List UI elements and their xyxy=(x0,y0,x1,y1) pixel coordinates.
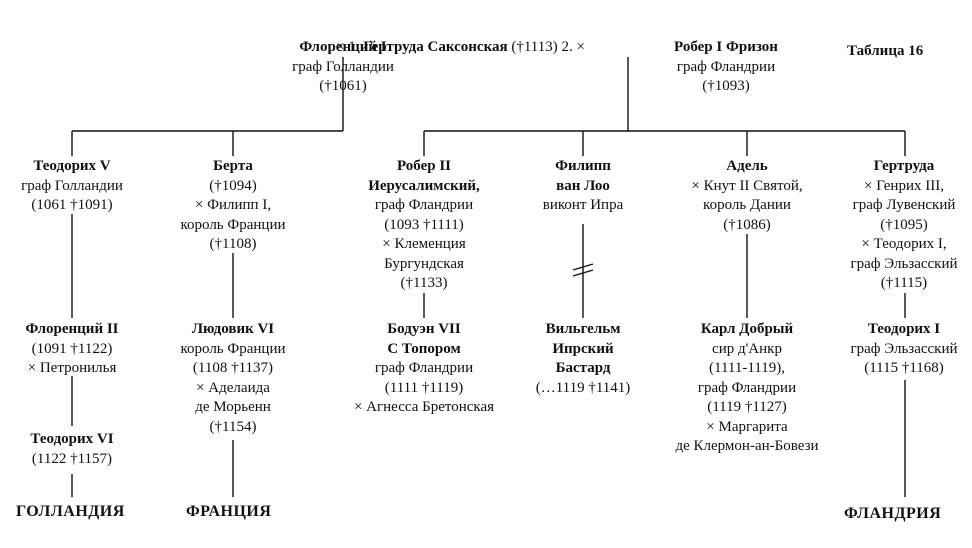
root-robert-i: Робер I Фризон граф Фландрии (†1093) xyxy=(628,38,824,97)
person-detail: (1061 †1091) xyxy=(31,197,113,213)
gen2-philipp-van-loo: Филипп ван Лоо виконт Ипра xyxy=(513,157,653,216)
region-flanders: ФЛАНДРИЯ xyxy=(844,505,942,522)
person-detail: × Петронилья xyxy=(27,360,117,376)
person-detail: граф Эльзасский xyxy=(850,340,958,357)
wife-name: Гертруда Саксонская xyxy=(363,39,508,55)
person-name: Людовик VI xyxy=(191,321,275,337)
person-detail: де Клермон-ан-Бовези xyxy=(675,438,819,454)
person-detail: граф Лувенский xyxy=(852,197,956,213)
person-name: Берта xyxy=(213,158,253,174)
person-detail: × Маргарита xyxy=(706,418,788,435)
person-detail: (1122 †1157) xyxy=(31,450,113,467)
person-name: Теодорих VI xyxy=(30,431,114,447)
person-detail: (1108 †1137) xyxy=(192,360,274,376)
region-france: ФРАНЦИЯ xyxy=(186,503,272,520)
person-name: Робер II xyxy=(396,158,452,174)
person-detail: граф Фландрии xyxy=(374,197,474,213)
gen2-theodoric-v: Теодорих V граф Голландии (1061 †1091) xyxy=(0,157,152,216)
gen3-florentius-ii: Флоренций II (1091 †1122) × Петронилья xyxy=(0,320,152,379)
person-detail: × Генрих III, xyxy=(864,177,944,194)
person-detail: (†1108) xyxy=(209,236,257,252)
person-name: Теодорих I xyxy=(867,321,941,337)
gen3-william-of-ypres: Вильгельм Ипрский Бастард (…1119 †1141) xyxy=(513,320,653,398)
person-detail: (1119 †1127) xyxy=(707,399,787,415)
marriage-prefix: × 1. xyxy=(336,39,360,55)
person-name: Бодуэн VII xyxy=(387,321,461,337)
person-name: Филипп xyxy=(555,158,611,174)
person-detail: × Агнесса Бретонская xyxy=(353,399,495,415)
person-detail: (1115 †1168) xyxy=(864,360,944,376)
gen2-robert-ii: Робер II Иерусалимский, граф Фландрии (1… xyxy=(344,157,504,294)
gen2-adel: Адель × Кнут II Святой, король Дании (†1… xyxy=(662,157,832,235)
gen3-charles-the-good: Карл Добрый сир д'Анкр (1111-1119), граф… xyxy=(652,320,842,457)
person-detail: × Филипп I, xyxy=(194,197,272,213)
person-detail: сир д'Анкр xyxy=(712,340,782,357)
person-detail: (†1133) xyxy=(400,275,448,291)
person-detail: Бургундская xyxy=(384,255,464,272)
person-name: Робер I Фризон xyxy=(674,39,778,55)
person-detail: (…1119 †1141) xyxy=(535,379,631,396)
illegitimacy-mark-2 xyxy=(572,269,594,277)
person-detail: король Франции xyxy=(180,340,286,357)
person-detail: × Аделаида xyxy=(196,379,270,396)
person-detail: (1091 †1122) xyxy=(31,340,113,357)
person-detail: × Теодорих I, xyxy=(861,236,947,252)
person-name: Вильгельм xyxy=(545,321,621,337)
person-name: ван Лоо xyxy=(556,177,610,194)
person-name: Бастард xyxy=(555,360,611,376)
person-detail: виконт Ипра xyxy=(542,197,624,213)
person-detail: (†1086) xyxy=(723,216,771,233)
person-name: Иерусалимский, xyxy=(368,177,480,194)
gen2-berta: Берта (†1094) × Филипп I, король Франции… xyxy=(153,157,313,255)
person-detail: граф Фландрии xyxy=(697,379,797,396)
person-detail: (1111 †1119) xyxy=(384,379,464,396)
gen2-gertruda: Гертруда × Генрих III, граф Лувенский (†… xyxy=(829,157,972,294)
person-detail: граф Голландии xyxy=(292,58,394,75)
person-name: Теодорих V xyxy=(33,158,111,174)
person-name: С Топором xyxy=(387,340,461,357)
person-name: Ипрский xyxy=(552,340,614,357)
person-name: Адель xyxy=(726,158,768,174)
person-detail: (†1095) xyxy=(880,216,928,233)
marriage-suffix: 2. × xyxy=(561,39,585,55)
illegitimacy-mark-1 xyxy=(572,263,594,271)
person-detail: граф Фландрии xyxy=(676,58,776,75)
person-detail: граф Эльзасский xyxy=(850,255,958,272)
person-detail: король Дании xyxy=(703,197,791,213)
person-detail: король Франции xyxy=(180,216,286,233)
person-detail: × Кнут II Святой, xyxy=(691,177,803,194)
gen3-baudouin-vii: Бодуэн VII С Топором граф Фландрии (1111… xyxy=(334,320,514,418)
person-detail: (†1093) xyxy=(702,78,750,94)
table-label: Таблица 16 xyxy=(847,43,924,59)
person-detail: (1111-1119), xyxy=(709,360,785,376)
person-detail: граф Фландрии xyxy=(374,360,474,376)
person-name: Флоренций II xyxy=(25,321,119,337)
person-detail: граф Голландии xyxy=(21,177,123,194)
person-name: Карл Добрый xyxy=(700,321,794,337)
person-detail: (†1115) xyxy=(880,275,928,291)
gen4-theodoric-vi: Теодорих VI (1122 †1157) xyxy=(0,430,152,469)
person-name: Гертруда xyxy=(873,158,935,174)
root-marriage: × 1. Гертруда Саксонская (†1113) 2. × xyxy=(336,38,585,58)
person-name: Флоренций I xyxy=(299,39,387,55)
person-detail: (†1094) xyxy=(209,177,257,194)
region-holland: ГОЛЛАНДИЯ xyxy=(16,503,125,520)
person-detail: де Морьенн xyxy=(195,399,271,415)
wife-date: (†1113) xyxy=(511,39,558,55)
person-detail: × Клеменция xyxy=(382,236,466,252)
gen3-theodoric-i: Теодорих I граф Эльзасский (1115 †1168) xyxy=(829,320,972,379)
person-detail: (1093 †1111) xyxy=(384,216,464,233)
root-florentius-i: Флоренций I граф Голландии (†1061) xyxy=(265,38,421,97)
person-detail: (†1061) xyxy=(319,78,367,94)
gen3-louis-vi: Людовик VI король Франции (1108 †1137) ×… xyxy=(153,320,313,437)
person-detail: (†1154) xyxy=(209,418,257,435)
